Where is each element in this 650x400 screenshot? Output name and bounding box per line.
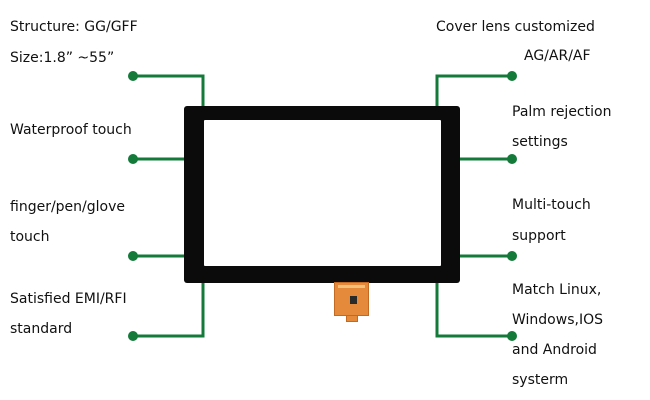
connector-size [133,74,205,106]
label-palm-line2: settings [512,134,568,150]
connector-dot [128,71,138,81]
touch-panel-screen [204,120,441,266]
connector-os [435,283,512,338]
fpc-tail [346,316,358,322]
label-cover-line1: Cover lens customized [436,19,595,35]
connector-cover [435,74,512,106]
label-input-line2: touch [10,229,50,245]
label-waterproof: Waterproof touch [10,122,132,138]
label-os-line2: Windows,IOS [512,312,603,328]
label-multi-line1: Multi-touch [512,197,591,213]
label-input-line1: finger/pen/glove [10,199,125,215]
label-os-line4: systerm [512,372,569,388]
connector-dot [507,331,517,341]
label-multi-line2: support [512,228,566,244]
connector-dot [507,71,517,81]
label-emi-line2: standard [10,321,73,337]
label-structure: Structure: GG/GFF [10,19,138,35]
fpc-print [338,285,365,288]
connector-dot [507,251,517,261]
label-os-line3: and Android [512,342,597,358]
label-os-line1: Match Linux, [512,282,602,298]
connector-dot [128,331,138,341]
label-cover-line2: AG/AR/AF [524,48,591,64]
connector-dot [128,154,138,164]
fpc-chip [350,296,357,304]
label-emi-line1: Satisfied EMI/RFI [10,291,127,307]
label-size: Size:1.8” ~55” [10,50,115,66]
connector-dot [507,154,517,164]
connector-dot [128,251,138,261]
label-palm-line1: Palm rejection [512,104,612,120]
connector-emi [133,283,205,338]
